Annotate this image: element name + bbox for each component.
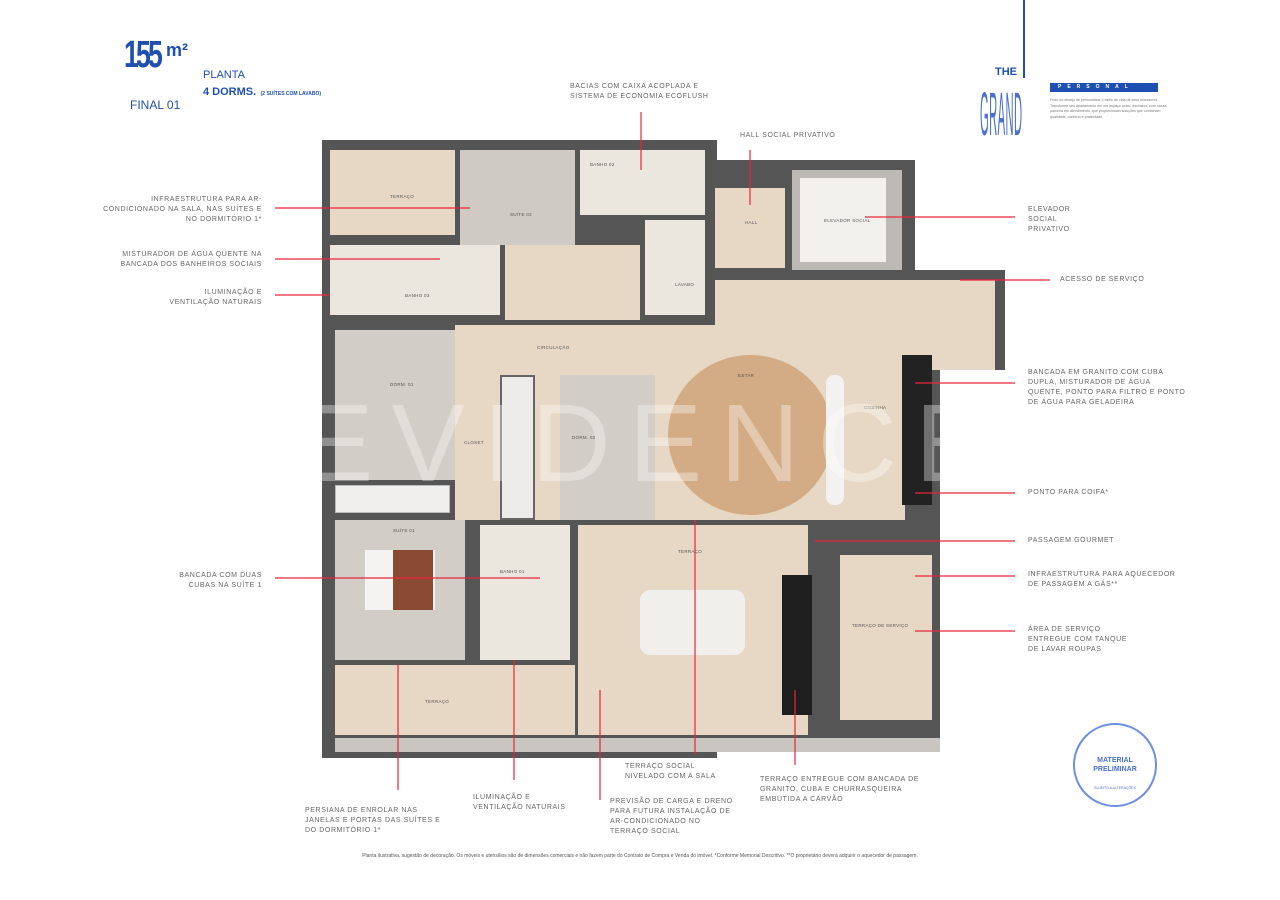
brand-personal-badge: PERSONAL [1050, 83, 1158, 92]
room-cozinha: COZINHA [860, 405, 900, 415]
note-iluminacao-left: ILUMINAÇÃO E VENTILAÇÃO NATURAIS [169, 289, 262, 306]
room-label: TERRAÇO DE SERVIÇO [852, 623, 909, 628]
room-terraco-social: TERRAÇO [578, 525, 808, 735]
preliminary-stamp: MATERIAL PRELIMINAR SUJEITO A ALTERAÇÕES [1073, 723, 1157, 807]
room-label: CLOSET [464, 440, 484, 445]
note-coifa: PONTO PARA COIFA* [1028, 489, 1109, 496]
note-previsao: PREVISÃO DE CARGA E DRENO PARA FUTURA IN… [610, 798, 733, 835]
room-label: BANHO 03 [405, 293, 430, 298]
room-label: LAVABO [675, 282, 695, 287]
room-label: TERRAÇO [678, 549, 703, 554]
room-banho-03: BANHO 03 [330, 245, 500, 315]
note-misturador: MISTURADOR DE ÁGUA QUENTE NA BANCADA DOS… [120, 251, 262, 268]
room-label: TERRAÇO [425, 699, 450, 704]
dorms-line: 4 DORMS. (2 SUÍTES COM LAVABO) [203, 82, 321, 100]
plan-label: PLANTA [203, 69, 245, 81]
note-passagem: PASSAGEM GOURMET [1028, 537, 1115, 544]
note-acesso: ACESSO DE SERVIÇO [1060, 276, 1145, 283]
room-label: TERRAÇO [390, 194, 415, 199]
balcony-glass [335, 738, 940, 752]
stamp-ring: SUJEITO A ALTERAÇÕES [1094, 786, 1136, 790]
note-bancada-granito: BANCADA EM GRANITO COM CUBA DUPLA, MISTU… [1028, 369, 1186, 406]
footnote: Planta ilustrativa, sugestão de decoraçã… [362, 853, 918, 859]
dorms-detail: (2 SUÍTES COM LAVABO) [260, 91, 322, 97]
room-label: HALL [745, 220, 758, 225]
note-persiana: PERSIANA DE ENROLAR NAS JANELAS E PORTAS… [305, 807, 441, 834]
room-label: BANHO 02 [590, 162, 615, 167]
room-label: DORM. 01 [390, 382, 414, 387]
brand-grand: GRAND [980, 80, 1023, 149]
brand-line [1023, 0, 1025, 78]
room-label: SUÍTE 01 [393, 528, 415, 533]
note-terraco-entregue: TERRAÇO ENTREGUE COM BANCADA DE GRANITO,… [760, 776, 920, 803]
room-label: ESTAR [738, 373, 755, 378]
room-elevador: ELEVADOR SOCIAL [792, 170, 902, 270]
note-bacias: BACIAS COM CAIXA ACOPLADA E SISTEMA DE E… [570, 83, 709, 100]
room-suite-02: SUÍTE 02 [460, 150, 575, 245]
note-iluminacao-bottom: ILUMINAÇÃO E VENTILAÇÃO NATURAIS [473, 794, 566, 811]
note-area-servico: ÁREA DE SERVIÇO ENTREGUE COM TANQUE DE L… [1028, 626, 1128, 653]
brand-the: THE [995, 66, 1017, 78]
final-label: FINAL 01 [130, 98, 181, 112]
stamp-line2: PRELIMINAR [1093, 766, 1137, 773]
closet-shelves [500, 375, 535, 520]
dorms-count: 4 DORMS. [203, 86, 257, 98]
bbq-counter [782, 575, 812, 715]
note-bancada-cubas: BANCADA COM DUAS CUBAS NA SUÍTE 1 [179, 572, 262, 589]
room-terraco-top: TERRAÇO [330, 150, 455, 235]
note-aquecedor: INFRAESTRUTURA PARA AQUECEDOR DE PASSAGE… [1028, 571, 1176, 588]
kitchen-island [826, 375, 844, 505]
stamp-line1: MATERIAL [1097, 757, 1133, 764]
room-banho-01: BANHO 01 [480, 525, 570, 660]
brand-description: Fruto do desejo de personalizar o estilo… [1050, 98, 1167, 119]
area-title: 155 m² [124, 34, 188, 76]
elevator-car: ELEVADOR SOCIAL [800, 178, 886, 262]
room-label: BANHO 01 [500, 569, 525, 574]
room-label: ELEVADOR SOCIAL [824, 218, 871, 223]
dining-table [640, 590, 745, 655]
room-label: COZINHA [864, 405, 887, 410]
note-terraco-social: TERRAÇO SOCIAL NIVELADO COM A SALA [625, 763, 716, 780]
room-label: DORM. 02 [572, 435, 596, 440]
watermark: EVIDENCE [300, 382, 1007, 505]
note-hall-social: HALL SOCIAL PRIVATIVO [740, 132, 836, 139]
granite-counter [902, 355, 932, 505]
note-infra-ar: INFRAESTRUTURA PARA AR-CONDICIONADO NA S… [103, 196, 262, 223]
room-terraco-servico: TERRAÇO DE SERVIÇO [840, 555, 932, 720]
room-label: CIRCULAÇÃO [537, 345, 570, 350]
room-estar: ESTAR [668, 355, 833, 515]
room-passage [505, 245, 640, 320]
room-closet: CLOSET [462, 380, 492, 520]
room-lavabo: LAVABO [645, 220, 705, 315]
bed [365, 550, 435, 610]
room-suite-01: SUÍTE 01 [335, 520, 465, 660]
area-number: 155 [124, 34, 163, 76]
area-unit: m² [166, 40, 188, 60]
room-dorm-02: DORM. 02 [560, 375, 655, 520]
room-banho-02: BANHO 02 [580, 150, 705, 215]
wardrobe [335, 485, 450, 513]
room-label: SUÍTE 02 [510, 212, 532, 217]
room-terraco-bottom: TERRAÇO [335, 665, 575, 735]
room-hall: HALL [715, 188, 785, 268]
note-elevador: ELEVADOR SOCIAL PRIVATIVO [1028, 206, 1071, 233]
room-dorm-01: DORM. 01 [335, 330, 455, 480]
